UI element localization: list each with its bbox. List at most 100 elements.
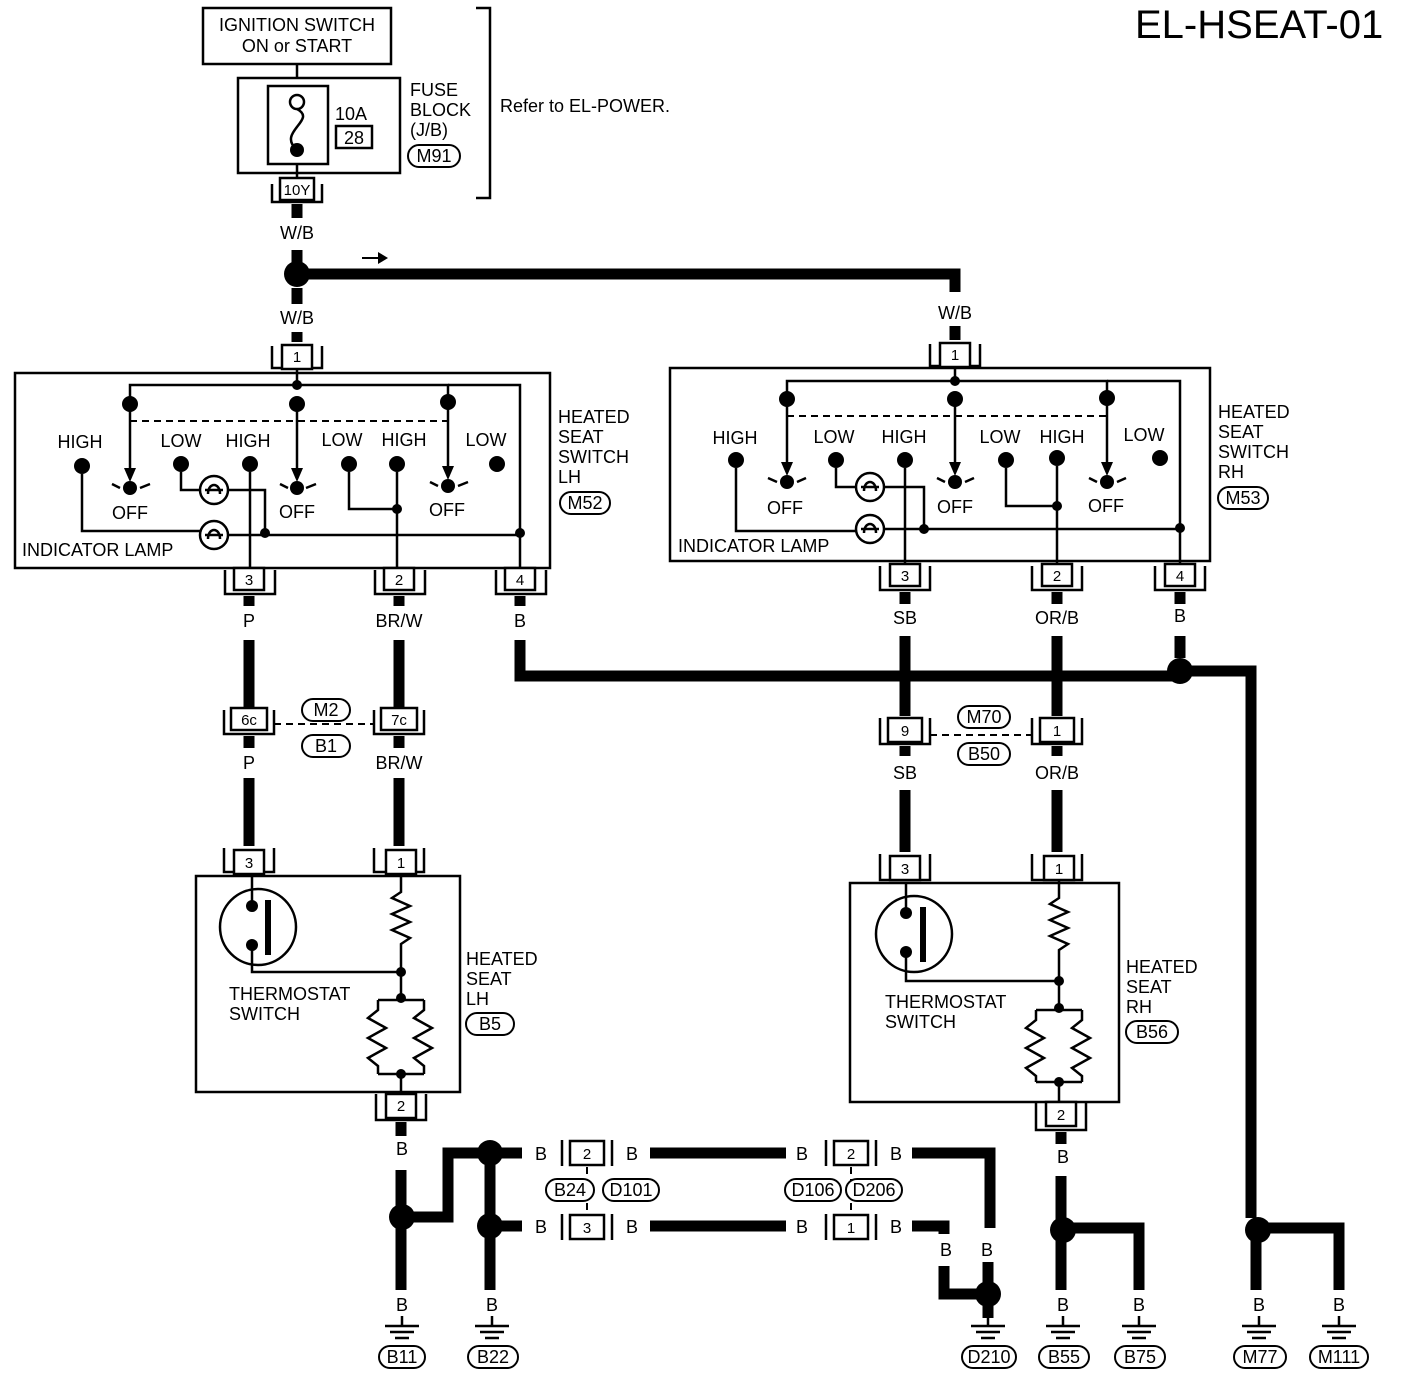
seat-lh-pin1: 1 (372, 848, 426, 876)
wire-label-b-7: B (796, 1217, 808, 1237)
svg-text:SWITCH: SWITCH (885, 1012, 956, 1032)
svg-text:SEAT: SEAT (558, 427, 604, 447)
wire-label-b-8: B (890, 1144, 902, 1164)
svg-text:2: 2 (847, 1146, 855, 1163)
svg-text:D101: D101 (609, 1180, 652, 1200)
connector-rh-pin4: 4 (1153, 562, 1207, 592)
svg-text:2: 2 (397, 1098, 405, 1115)
page-id: EL-HSEAT-01 (1135, 3, 1383, 47)
wire-label-p-2: P (243, 753, 255, 773)
refer-bracket (476, 6, 492, 200)
wire-label-p-1: P (243, 611, 255, 631)
ground-b11: B B11 (378, 1295, 426, 1369)
ground-m111: B M111 (1309, 1295, 1369, 1369)
wire-label-b-2: B (535, 1144, 547, 1164)
svg-text:OFF: OFF (1088, 496, 1124, 516)
svg-text:1: 1 (1053, 723, 1061, 740)
svg-text:LH: LH (558, 467, 581, 487)
svg-text:M2: M2 (313, 700, 338, 720)
svg-text:THERMOSTAT: THERMOSTAT (229, 984, 350, 1004)
fuse-amp: 10A (335, 104, 367, 124)
wire-label-sb-2: SB (893, 763, 917, 783)
svg-text:HEATED: HEATED (466, 949, 538, 969)
ground-d210: D210 (961, 1318, 1017, 1369)
connector-rh-pin1: 1 (928, 341, 982, 369)
ground-joint-a: 2 3 B24 D101 (545, 1139, 660, 1241)
svg-text:M77: M77 (1242, 1347, 1277, 1367)
svg-text:BLOCK: BLOCK (410, 100, 471, 120)
svg-text:B: B (1333, 1295, 1345, 1315)
svg-text:4: 4 (1176, 568, 1184, 585)
ground-b22: B B22 (467, 1295, 519, 1369)
svg-text:B: B (486, 1295, 498, 1315)
heated-seat-lh: 3 1 THERMOSTAT SWITCH 2 HEATED SEAT LH (194, 848, 538, 1122)
svg-text:HIGH: HIGH (226, 431, 271, 451)
svg-text:3: 3 (583, 1220, 591, 1237)
joint-connector-lh: 6c 7c M2 B1 (222, 698, 426, 758)
svg-text:RH: RH (1126, 997, 1152, 1017)
wire-label-b-rh: B (1174, 606, 1186, 626)
svg-text:M111: M111 (1318, 1347, 1360, 1367)
svg-text:LH: LH (466, 989, 489, 1009)
svg-text:FUSE: FUSE (410, 80, 458, 100)
svg-text:1: 1 (847, 1220, 855, 1237)
current-flow-arrow (378, 252, 388, 264)
svg-text:M70: M70 (966, 707, 1001, 727)
svg-text:D106: D106 (791, 1180, 834, 1200)
svg-text:RH: RH (1218, 462, 1244, 482)
svg-text:2: 2 (1053, 568, 1061, 585)
wire-label-wb-2: W/B (280, 308, 314, 328)
svg-text:HIGH: HIGH (1040, 427, 1085, 447)
seat-lh-connector: B5 (479, 1014, 501, 1034)
fuse-terminal-bottom (290, 143, 304, 157)
heater-resistor (1046, 880, 1072, 1008)
wire-label-wb-1: W/B (280, 223, 314, 243)
heater-resistor (388, 874, 414, 998)
svg-text:LOW: LOW (321, 430, 362, 450)
svg-text:LOW: LOW (979, 427, 1020, 447)
wire-label-sb-1: SB (893, 608, 917, 628)
svg-text:B1: B1 (315, 736, 337, 756)
connector-lh-pin3: 3 (223, 566, 277, 596)
svg-text:B50: B50 (968, 744, 1000, 764)
wire-label-orb-2: OR/B (1035, 763, 1079, 783)
seat-rh-connector: B56 (1136, 1022, 1168, 1042)
svg-text:LOW: LOW (160, 431, 201, 451)
svg-text:1: 1 (951, 347, 959, 364)
indicator-lamp-label: INDICATOR LAMP (678, 536, 829, 556)
svg-text:B22: B22 (477, 1347, 509, 1367)
svg-text:OFF: OFF (937, 497, 973, 517)
svg-text:LOW: LOW (813, 427, 854, 447)
svg-text:2: 2 (583, 1146, 591, 1163)
connector-lh-pin1: 1 (270, 343, 324, 371)
wire-label-b-11: B (981, 1240, 993, 1260)
svg-text:SWITCH: SWITCH (1218, 442, 1289, 462)
ignition-switch: IGNITION SWITCH ON or START (201, 6, 393, 66)
svg-text:3: 3 (245, 855, 253, 872)
svg-text:OFF: OFF (429, 500, 465, 520)
wire-label-b-4: B (626, 1144, 638, 1164)
wire-label-b-9: B (890, 1217, 902, 1237)
svg-text:SEAT: SEAT (1126, 977, 1172, 997)
svg-text:3: 3 (901, 861, 909, 878)
svg-text:OFF: OFF (279, 502, 315, 522)
seat-rh-pin3: 3 (878, 854, 932, 882)
connector-rh-pin2: 2 (1030, 562, 1084, 592)
svg-text:HEATED: HEATED (1218, 402, 1290, 422)
svg-text:B: B (396, 1295, 408, 1315)
wire-label-b-10: B (940, 1240, 952, 1260)
wire-label-b-6: B (626, 1217, 638, 1237)
svg-text:HIGH: HIGH (58, 432, 103, 452)
wire-label-b-5: B (796, 1144, 808, 1164)
svg-text:1: 1 (1055, 861, 1063, 878)
svg-text:SWITCH: SWITCH (229, 1004, 300, 1024)
svg-text:HIGH: HIGH (713, 428, 758, 448)
svg-text:(J/B): (J/B) (410, 120, 448, 140)
seat-rh-pin2: 2 (1034, 1100, 1088, 1132)
svg-text:THERMOSTAT: THERMOSTAT (885, 992, 1006, 1012)
svg-text:B75: B75 (1124, 1347, 1156, 1367)
svg-text:B11: B11 (387, 1347, 418, 1367)
svg-text:LOW: LOW (1123, 425, 1164, 445)
wire-label-b-3: B (535, 1217, 547, 1237)
ground-joint-b: 2 1 D106 D206 (784, 1139, 903, 1241)
